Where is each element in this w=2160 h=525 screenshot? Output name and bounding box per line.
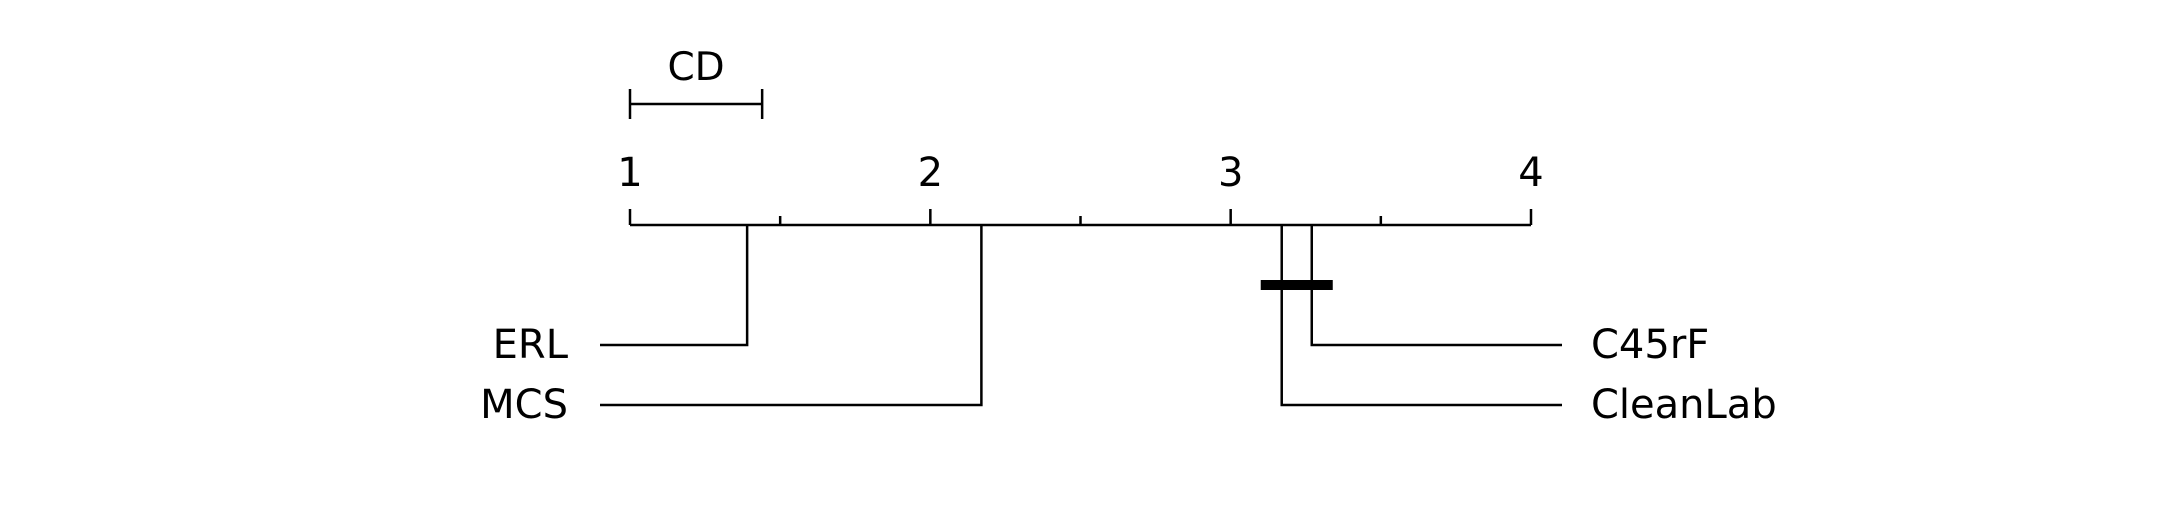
- rank-connector: [1310, 225, 1562, 347]
- method-mcs: MCS: [480, 225, 983, 428]
- method-c45rf: C45rF: [1310, 225, 1709, 368]
- axis-tick-labels: 1 2 3 4: [617, 150, 1543, 196]
- rank-connector: [600, 225, 749, 347]
- axis-ticks: [628, 209, 1533, 225]
- rank-axis: 1 2 3 4: [617, 150, 1544, 227]
- method-label: MCS: [480, 382, 568, 428]
- tick-label: 3: [1218, 150, 1243, 196]
- method-label: CleanLab: [1591, 382, 1777, 428]
- method-label: ERL: [493, 322, 569, 368]
- method-markers: ERL MCS C45rF CleanLab: [480, 225, 1777, 428]
- tick-label: 4: [1518, 150, 1543, 196]
- tick-label: 2: [918, 150, 943, 196]
- method-label: C45rF: [1591, 322, 1709, 368]
- rank-connector: [600, 225, 983, 407]
- tick-label: 1: [617, 150, 642, 196]
- method-erl: ERL: [493, 225, 749, 368]
- rank-connector: [1280, 225, 1562, 407]
- method-cleanlab: CleanLab: [1280, 225, 1777, 428]
- cd-label: CD: [667, 45, 724, 90]
- cd-scale-group: CD: [628, 45, 764, 119]
